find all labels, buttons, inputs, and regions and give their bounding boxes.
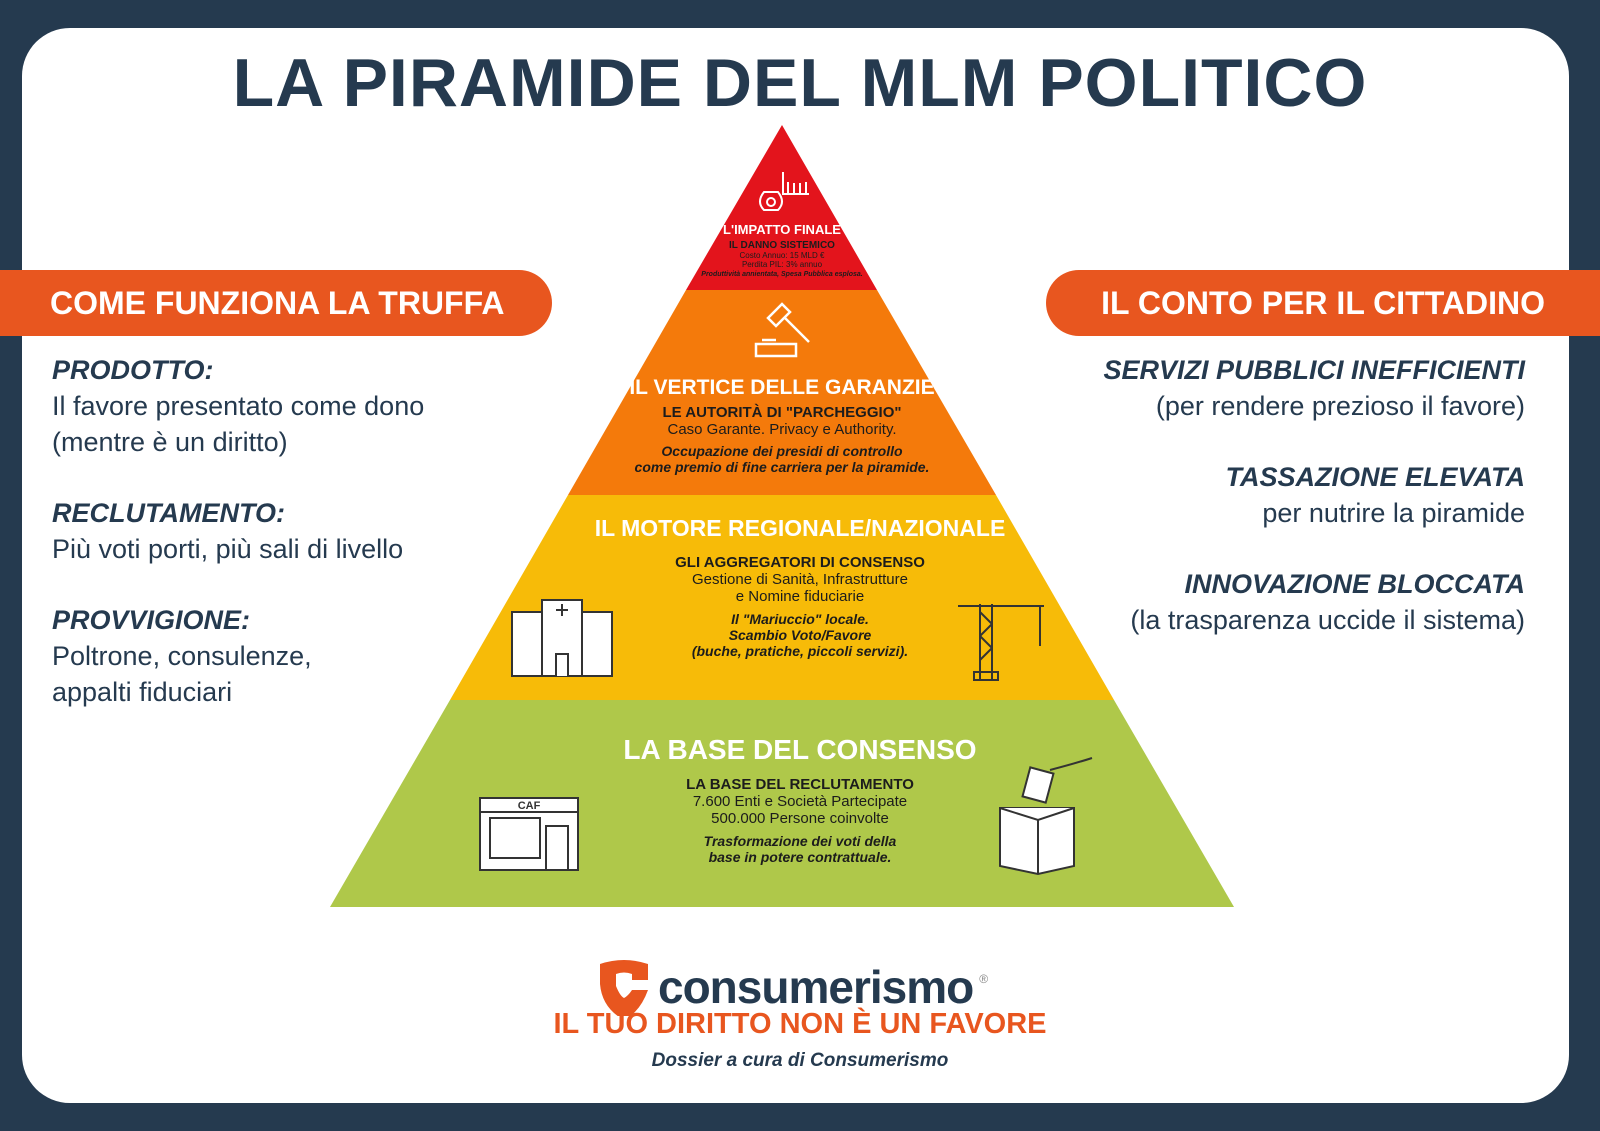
shield-logo-icon (600, 960, 648, 1016)
right-item-services: SERVIZI PUBBLICI INEFFICIENTI (per rende… (1103, 355, 1525, 421)
caf-office-icon (479, 797, 579, 871)
slogan: IL TUO DIRITTO NON È UN FAVORE (553, 1008, 1047, 1040)
level-top-text: L'IMPATTO FINALE IL DANNO SISTEMICO Cost… (701, 222, 863, 278)
left-item-recruitment: RECLUTAMENTO: Più voti porti, più sali d… (52, 498, 404, 564)
right-item-innovation: INNOVAZIONE BLOCCATA (la trasparenza ucc… (1130, 569, 1525, 635)
page-title: LA PIRAMIDE DEL MLM POLITICO (232, 45, 1368, 121)
gavel-icon (754, 302, 810, 358)
right-item-taxes: TASSAZIONE ELEVATA per nutrire la pirami… (1225, 462, 1525, 528)
pyramid-level-upper (568, 290, 996, 495)
left-item-product: PRODOTTO: Il favore presentato come dono… (52, 355, 425, 457)
caf-label: CAF (518, 800, 541, 812)
level-base-text: LA BASE DEL CONSENSO LA BASE DEL RECLUTA… (623, 734, 977, 865)
hospital-icon (511, 599, 613, 677)
logo-text: consumerismo (658, 961, 974, 1013)
declining-chart-icon (782, 172, 809, 195)
money-bag-icon (759, 191, 783, 211)
registered-mark: ® (979, 972, 989, 986)
level-middle-text: IL MOTORE REGIONALE/NAZIONALE GLI AGGREG… (594, 515, 1006, 659)
ballot-box-icon (999, 757, 1093, 876)
left-item-commission: PROVVIGIONE: Poltrone, consulenze, appal… (52, 605, 312, 707)
crane-icon (958, 604, 1044, 681)
pyramid-level-middle (450, 495, 1114, 700)
left-banner: COME FUNZIONA LA TRUFFA (0, 270, 552, 336)
right-banner: IL CONTO PER IL CITTADINO (1046, 270, 1600, 336)
credit: Dossier a cura di Consumerismo (651, 1050, 949, 1071)
pyramid-level-top (686, 125, 877, 290)
consumerismo-logo: consumerismo ® (596, 958, 988, 1016)
level-upper-text: IL VERTICE DELLE GARANZIE LE AUTORITÀ DI… (629, 376, 935, 475)
